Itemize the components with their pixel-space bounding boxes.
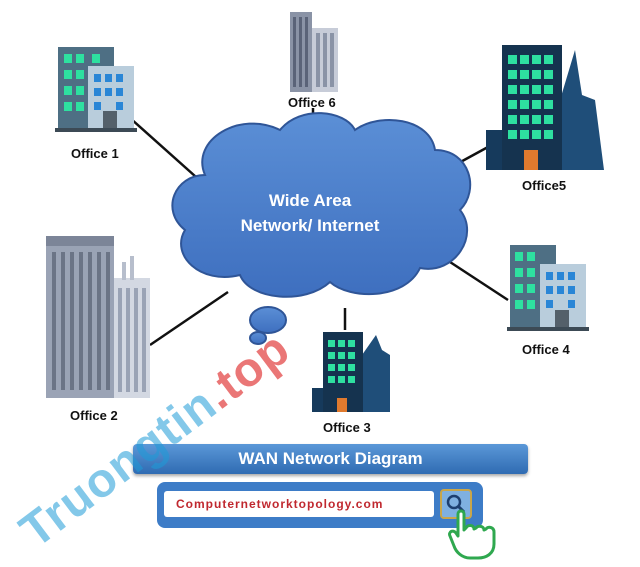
search-button[interactable] [440,489,472,519]
cloud-label-line1: Wide Area [268,191,352,210]
cloud-label: Wide Area Network/ Internet [200,188,420,238]
link-office2 [149,290,229,347]
office6-building [290,12,338,92]
search-input[interactable]: Computernetworktopology.com [164,491,434,517]
office5-label: Office5 [522,178,567,193]
search-bar: Computernetworktopology.com [157,482,483,528]
pointing-hand-icon [448,509,496,560]
office4-building [507,245,589,331]
link-office1 [129,117,206,186]
office3-building [312,332,390,412]
office5-building [486,45,604,170]
wan-cloud [171,112,472,345]
office1-label: Office 1 [71,146,119,161]
office2-label: Office 2 [70,408,118,423]
cloud-label-line2: Network/ Internet [240,216,380,235]
office1-building [55,47,137,132]
diagram-title-banner: WAN Network Diagram [133,444,528,474]
link-office4 [449,260,509,302]
office3-label: Office 3 [323,420,371,435]
office4-label: Office 4 [522,342,570,357]
office2-building [46,236,150,398]
office6-label: Office 6 [288,95,336,110]
